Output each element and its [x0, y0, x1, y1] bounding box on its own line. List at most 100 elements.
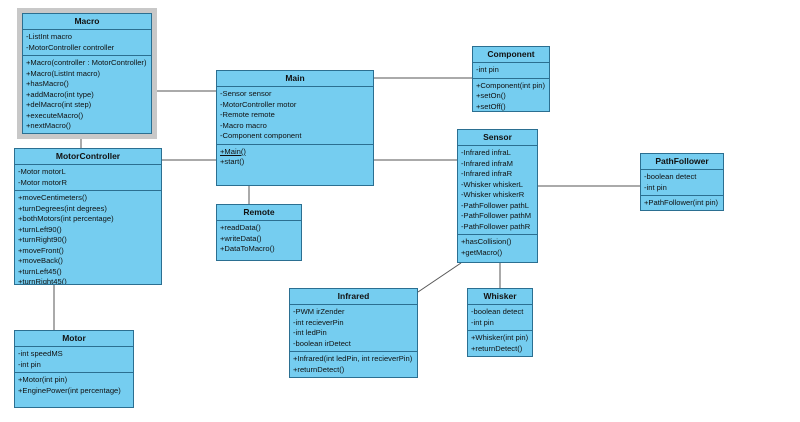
method-row: +Macro(ListInt macro)	[26, 68, 101, 78]
method-row: +returnDetect()	[643, 209, 722, 211]
class-name-motorcontroller: MotorController	[15, 149, 161, 165]
method-row: +readData()	[220, 223, 261, 232]
class-box-whisker[interactable]: Whisker-boolean detect-int pin+Whisker(i…	[467, 288, 533, 357]
class-box-motorcontroller[interactable]: MotorController-Motor motorL-Motor motor…	[14, 148, 162, 285]
method-row: +turnLeft90()	[18, 224, 62, 234]
class-box-sensor[interactable]: Sensor-Infrared infraL-Infrared infraM-I…	[457, 129, 538, 263]
attribute-row: -int speedMS	[18, 349, 63, 358]
class-methods-main: +Main()+start()	[217, 145, 373, 170]
method-row: +turnRight90()	[18, 235, 67, 244]
attribute-row: -int pin	[644, 182, 667, 192]
class-name-pathfollower: PathFollower	[641, 154, 723, 170]
class-attributes-whisker: -boolean detect-int pin	[468, 305, 532, 331]
attribute-row: -int pin	[18, 359, 41, 369]
class-name-remote: Remote	[217, 205, 301, 221]
class-name-macro: Macro	[23, 14, 151, 30]
attribute-row: -PathFollower pathM	[461, 211, 532, 220]
class-box-macro[interactable]: Macro-ListInt macro-MotorController cont…	[17, 8, 157, 139]
method-row: +moveFront()	[18, 245, 64, 255]
method-row: +turnLeft45()	[18, 266, 62, 276]
class-methods-whisker: +Whisker(int pin)+returnDetect()	[468, 331, 532, 356]
attribute-row: -PathFollower pathR	[461, 221, 531, 231]
class-attributes-motor: -int speedMS-int pin	[15, 347, 133, 373]
class-box-main[interactable]: Main-Sensor sensor-MotorController motor…	[216, 70, 374, 186]
method-row: +hasCollision()	[461, 237, 512, 246]
method-row: +turnDegrees(int degrees)	[18, 203, 107, 213]
method-row: +hasMacro()	[26, 79, 69, 88]
class-attributes-macro: -ListInt macro-MotorController controlle…	[23, 30, 151, 56]
method-row: +Infrared(int ledPin, int recieverPin)	[293, 354, 413, 363]
method-row: +returnDetect()	[293, 364, 345, 374]
method-row: +nextMacro()	[26, 121, 71, 130]
connector-sensor-to-infrared[interactable]	[417, 262, 462, 293]
attribute-row: -ListInt macro	[26, 32, 72, 41]
method-row: +turnRight45()	[18, 277, 67, 285]
class-attributes-main: -Sensor sensor-MotorController motor-Rem…	[217, 87, 373, 145]
method-row: +Motor(int pin)	[18, 375, 68, 384]
class-methods-component: +Component(int pin)+setOn()+setOff()+tog…	[473, 79, 549, 112]
class-attributes-sensor: -Infrared infraL-Infrared infraM-Infrare…	[458, 146, 537, 235]
class-attributes-infrared: -PWM irZender-int recieverPin-int ledPin…	[290, 305, 417, 352]
class-methods-infrared: +Infrared(int ledPin, int recieverPin)+r…	[290, 352, 417, 377]
attribute-row: -Infrared infraR	[461, 169, 513, 178]
method-row: +start()	[220, 157, 245, 166]
attribute-row: -boolean irDetect	[293, 338, 351, 348]
attribute-row: -PWM irZender	[293, 307, 345, 316]
class-name-whisker: Whisker	[468, 289, 532, 305]
class-methods-motor: +Motor(int pin)+EnginePower(int percenta…	[15, 373, 133, 398]
method-row: +getMacro()	[461, 247, 503, 257]
attribute-row: -Sensor sensor	[220, 89, 272, 98]
class-name-motor: Motor	[15, 331, 133, 347]
method-row: +delMacro(int step)	[26, 100, 92, 109]
method-row: +executeMacro()	[26, 110, 84, 120]
attribute-row: -Component component	[220, 131, 302, 140]
attribute-row: -PathFollower pathL	[461, 200, 529, 210]
method-row: +moveCentimeters()	[18, 193, 87, 202]
attribute-row: -Whisker whiskerL	[461, 179, 524, 189]
attribute-row: -Remote remote	[220, 110, 275, 119]
method-row: +moveBack()	[18, 256, 63, 265]
attribute-row: -int ledPin	[293, 328, 327, 337]
attribute-row: -int pin	[471, 317, 494, 327]
method-row: +setOn()	[476, 91, 506, 100]
method-row: +setOff()	[476, 101, 506, 111]
attribute-row: -boolean detect	[471, 307, 524, 316]
attribute-row: -Macro macro	[220, 120, 267, 130]
class-attributes-component: -int pin	[473, 63, 549, 79]
method-row: +removeAllMacros()	[25, 132, 150, 134]
class-name-infrared: Infrared	[290, 289, 417, 305]
attribute-row: -Infrared infraM	[461, 158, 513, 168]
class-box-remote[interactable]: Remote+readData()+writeData()+DataToMacr…	[216, 204, 302, 261]
method-row: +Whisker(int pin)	[471, 333, 529, 342]
class-box-infrared[interactable]: Infrared-PWM irZender-int recieverPin-in…	[289, 288, 418, 378]
attribute-row: -Motor motorR	[18, 177, 67, 187]
class-methods-pathfollower: +PathFollower(int pin)+returnDetect()	[641, 196, 723, 211]
method-row: +returnDetect()	[471, 343, 523, 353]
class-attributes-pathfollower: -boolean detect-int pin	[641, 170, 723, 196]
class-name-main: Main	[217, 71, 373, 87]
class-name-component: Component	[473, 47, 549, 63]
class-methods-remote: +readData()+writeData()+DataToMacro()	[217, 221, 301, 257]
class-methods-macro: +Macro(controller : MotorController)+Mac…	[23, 56, 151, 134]
method-row: +Main()	[220, 146, 246, 156]
attribute-row: -int recieverPin	[293, 317, 344, 327]
attribute-row: -MotorController motor	[220, 99, 297, 109]
class-box-component[interactable]: Component-int pin+Component(int pin)+set…	[472, 46, 550, 112]
class-methods-motorcontroller: +moveCentimeters()+turnDegrees(int degre…	[15, 191, 161, 285]
class-methods-sensor: +hasCollision()+getMacro()	[458, 235, 537, 260]
class-box-pathfollower[interactable]: PathFollower-boolean detect-int pin+Path…	[640, 153, 724, 211]
method-row: +addMacro(int type)	[26, 89, 94, 99]
attribute-row: -Infrared infraL	[461, 148, 511, 157]
attribute-row: -int pin	[476, 65, 499, 74]
class-name-sensor: Sensor	[458, 130, 537, 146]
method-row: +DataToMacro()	[220, 244, 275, 253]
method-row: +Component(int pin)	[476, 80, 546, 90]
method-row: +EnginePower(int percentage)	[18, 385, 121, 395]
attribute-row: -MotorController controller	[26, 42, 115, 52]
method-row: +Macro(controller : MotorController)	[26, 58, 147, 67]
attribute-row: -Whisker whiskerR	[461, 190, 525, 199]
attribute-row: -boolean detect	[644, 172, 697, 181]
class-box-motor[interactable]: Motor-int speedMS-int pin+Motor(int pin)…	[14, 330, 134, 408]
